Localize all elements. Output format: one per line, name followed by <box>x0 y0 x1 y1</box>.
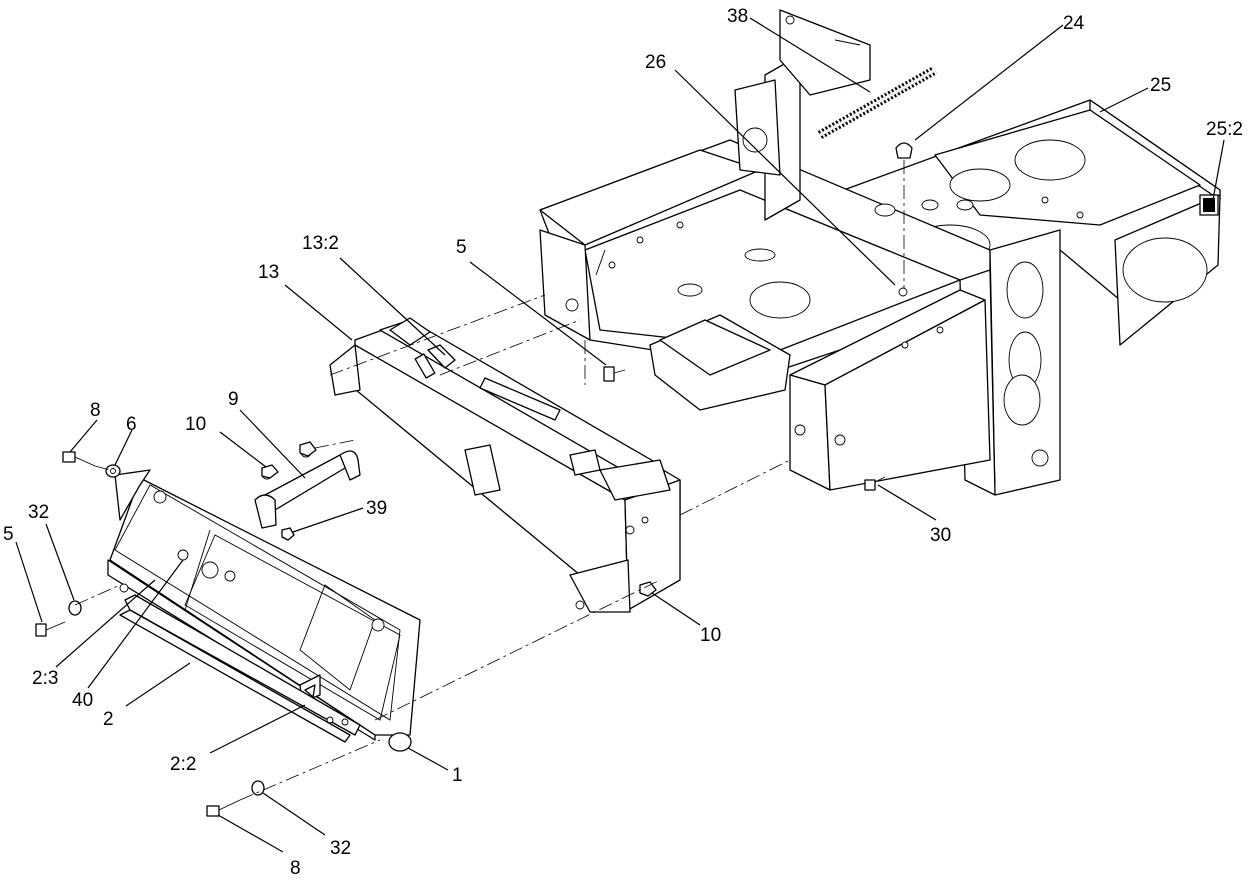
callout-2-3: 2:3 <box>32 668 58 689</box>
bumper-part-24 <box>895 142 913 297</box>
callout-32-left: 32 <box>28 502 49 523</box>
callout-13-2: 13:2 <box>302 233 339 254</box>
callout-32-bottom: 32 <box>330 838 351 859</box>
callout-13: 13 <box>258 262 279 283</box>
front-panel-part-2 <box>107 469 421 743</box>
callout-9: 9 <box>228 389 239 410</box>
bracket-part-9 <box>254 446 361 529</box>
assembly-lines <box>74 294 791 801</box>
callout-26: 26 <box>645 52 666 73</box>
callout-10-right: 10 <box>700 625 721 646</box>
callout-5-center: 5 <box>456 237 467 258</box>
callout-5-left: 5 <box>3 524 14 545</box>
callout-25: 25 <box>1150 75 1171 96</box>
callout-8-top: 8 <box>90 400 101 421</box>
callout-40: 40 <box>72 690 93 711</box>
callout-2-2: 2:2 <box>170 754 196 775</box>
callout-25-2: 25:2 <box>1206 119 1243 140</box>
callout-1: 1 <box>452 765 463 786</box>
callout-8-bottom: 8 <box>290 858 301 879</box>
leader-lines <box>15 17 1225 853</box>
callout-10-top: 10 <box>185 414 206 435</box>
callout-6: 6 <box>126 414 137 435</box>
callout-labels: 38 24 26 25 25:2 13:2 13 5 8 6 9 10 39 3… <box>3 6 1243 879</box>
hardware <box>35 366 886 817</box>
callout-39: 39 <box>366 498 387 519</box>
main-frame <box>539 9 1221 496</box>
cross-tube-part-13 <box>329 317 681 613</box>
callout-24: 24 <box>1063 13 1085 34</box>
callout-38: 38 <box>727 6 748 27</box>
callout-30: 30 <box>930 525 951 546</box>
callout-2: 2 <box>103 709 114 730</box>
